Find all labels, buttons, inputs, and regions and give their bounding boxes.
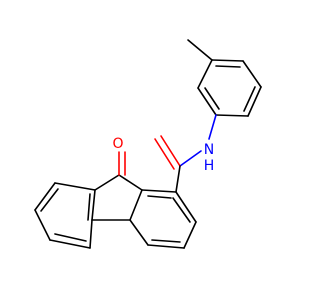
carbonyl-oxygen-label: O [112,136,123,152]
bond-l-inner-2 [54,233,87,242]
bond-r-inner-2 [151,239,181,243]
bond-r-inner-3 [172,197,191,223]
bond-r-1 [141,189,177,193]
bond-l-4 [49,239,91,249]
bond-r-5 [183,221,197,249]
bond-r-inner-1 [147,195,172,199]
bond-r-4 [147,244,185,249]
bond-tol-inner-1 [215,65,241,68]
bond-l-3 [34,209,51,241]
amide-nitrogen-label: N [204,142,214,158]
bond-five-1 [118,174,143,191]
bond-tol-4 [215,114,249,117]
bond-tol-inner-2 [243,86,256,112]
bond-tol-2 [242,60,262,88]
bond-n-carbonyl [179,150,202,167]
bond-r-6 [175,191,197,223]
bond-l-1 [54,182,96,191]
bond-tol-inner-3 [204,87,220,110]
bond-amide-co-1 [160,135,181,167]
bond-l-inner-1 [40,188,59,212]
bond-tol-5 [197,87,217,116]
atom-label-group: O N H [112,136,214,174]
bond-tol-6 [197,59,213,89]
molecule-structure: O N H [34,39,262,249]
bond-carbonyl-ring [175,165,181,193]
bond-five-2 [94,174,120,191]
bond-aryl-n [208,114,217,140]
bond-r-2 [129,189,143,221]
bond-l-inner-3 [87,193,91,221]
bond-five-3 [91,189,96,221]
bond-group [34,39,262,249]
structure-canvas: O N H [34,39,262,249]
bond-amide-co-2 [154,138,175,170]
bond-r-3 [129,219,149,246]
bond-tol-3 [247,86,262,117]
bond-l-5 [89,219,93,249]
bond-tol-1 [211,59,244,62]
bond-l-2 [34,182,56,211]
bond-methyl [187,39,213,61]
amide-hydrogen-label: H [204,158,215,174]
